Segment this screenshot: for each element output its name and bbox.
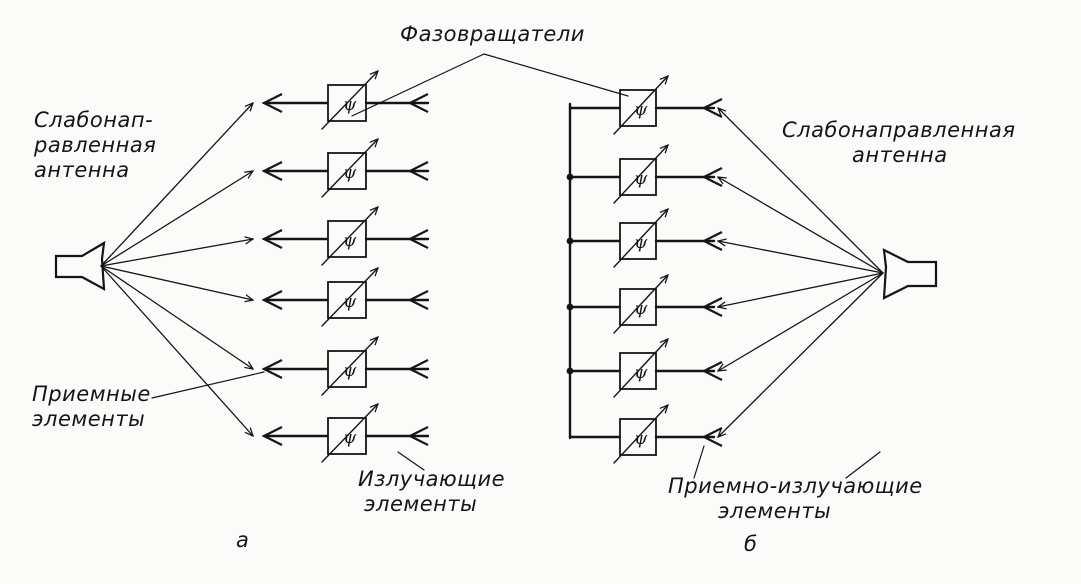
radiating-element — [407, 161, 429, 181]
bus-junction — [566, 237, 574, 245]
leader-radiating-elements — [397, 451, 425, 471]
right-channel-row: ψ — [566, 272, 884, 398]
feed-ray — [100, 265, 253, 436]
radiating-element — [407, 359, 429, 379]
phase-shifter-arrow — [613, 339, 668, 398]
leader-lines — [151, 53, 881, 479]
phase-shifter: ψ — [613, 209, 668, 268]
receive-radiate-element — [701, 98, 723, 118]
feed-ray — [718, 272, 884, 307]
receive-radiate-element — [701, 231, 723, 251]
feed-ray — [718, 272, 884, 371]
leader-phase-shifters-left — [351, 53, 485, 117]
phase-shifter: ψ — [321, 71, 378, 130]
phase-shifter-symbol: ψ — [343, 95, 357, 115]
left-channel-row: ψ — [100, 265, 430, 463]
left-channel-row: ψ — [100, 265, 430, 396]
phase-shifter: ψ — [321, 268, 378, 327]
feed-ray — [100, 171, 253, 267]
right-channel-row: ψ — [566, 272, 884, 334]
feed-ray — [100, 103, 253, 267]
phase-shifter: ψ — [613, 145, 668, 204]
phase-shifter-symbol: ψ — [634, 429, 648, 449]
phase-shifter-arrow — [613, 275, 668, 334]
phase-shifter-arrow — [613, 145, 668, 204]
receive-radiate-element — [701, 167, 723, 187]
leader-receiving-elements — [151, 371, 265, 399]
bus-junction — [566, 367, 574, 375]
phase-shifter: ψ — [613, 339, 668, 398]
bus-junction — [566, 173, 574, 181]
leader-receive-radiate-1 — [693, 445, 705, 479]
feed-ray — [100, 239, 253, 267]
phase-shifter-arrow — [321, 268, 378, 327]
left-channel-row: ψ — [100, 139, 430, 267]
phase-shifter-symbol: ψ — [634, 100, 648, 120]
left-channel-row: ψ — [100, 207, 430, 267]
phase-shifter: ψ — [613, 405, 668, 464]
phase-shifter-arrow — [613, 209, 668, 268]
phase-shifter-arrow — [321, 207, 378, 266]
receive-radiate-element — [701, 361, 723, 381]
phase-shifter: ψ — [321, 404, 378, 463]
receive-radiate-element — [701, 427, 723, 447]
feed-ray — [100, 265, 253, 369]
feed-ray — [718, 177, 884, 274]
right-channel-row: ψ — [566, 145, 884, 274]
phase-shifter-arrow — [321, 139, 378, 198]
left-channel-row: ψ — [100, 71, 430, 267]
sub-label-a: а — [236, 528, 250, 552]
phase-shifter-symbol: ψ — [634, 363, 648, 383]
phase-shifter-symbol: ψ — [343, 231, 357, 251]
phase-shifter-symbol: ψ — [634, 169, 648, 189]
phase-shifter-arrow — [613, 76, 668, 135]
phase-shifter: ψ — [613, 76, 668, 135]
diagram-a: ψ ψ ψ ψ ψ ψ — [54, 71, 430, 463]
phase-shifter-symbol: ψ — [634, 299, 648, 319]
feed-ray — [718, 241, 884, 274]
right-channel-row: ψ — [566, 209, 884, 274]
left-channel-row: ψ — [100, 265, 430, 327]
phase-shifter-symbol: ψ — [343, 163, 357, 183]
sub-label-b: б — [744, 532, 758, 556]
right-channel-row: ψ — [568, 76, 884, 274]
right-horn-antenna — [882, 248, 938, 300]
feed-ray — [718, 272, 884, 437]
left-horn-antenna — [54, 240, 106, 291]
phase-shifter-symbol: ψ — [634, 233, 648, 253]
right-channel-row: ψ — [568, 272, 884, 464]
phase-shifter-arrow — [321, 337, 378, 396]
bus-junction — [566, 303, 574, 311]
left-antenna-label: Слабонап- равленная антенна — [34, 108, 157, 182]
radiating-element — [407, 93, 429, 113]
feed-ray — [100, 265, 253, 300]
leader-receive-radiate-2 — [845, 451, 881, 479]
phase-shifter: ψ — [613, 275, 668, 334]
phase-shifter-symbol: ψ — [343, 292, 357, 312]
phase-shifters-label: Фазовращатели — [400, 22, 585, 46]
leader-phase-shifters-right — [483, 53, 629, 97]
radiating-elements-label: Излучающие элементы — [358, 467, 506, 516]
phase-shifter: ψ — [321, 337, 378, 396]
phase-shifter-symbol: ψ — [343, 428, 357, 448]
receive-radiate-element — [701, 297, 723, 317]
diagram-b: ψ ψ ψ ψ ψ ψ — [566, 76, 938, 464]
phase-shifter-arrow — [613, 405, 668, 464]
radiating-element — [407, 229, 429, 249]
receive-radiate-elements-label: Приемно-излучающие элементы — [668, 474, 923, 523]
feed-ray — [718, 108, 884, 274]
radiating-element — [407, 426, 429, 446]
right-antenna-label: Слабонаправленная антенна — [782, 118, 1016, 167]
radiating-element — [407, 290, 429, 310]
phase-shifter-arrow — [321, 404, 378, 463]
phase-shifter: ψ — [321, 139, 378, 198]
phase-shifter-symbol: ψ — [343, 361, 357, 381]
receiving-elements-label: Приемные элементы — [32, 382, 151, 431]
phase-shifter-arrow — [321, 71, 378, 130]
phase-shifter: ψ — [321, 207, 378, 266]
